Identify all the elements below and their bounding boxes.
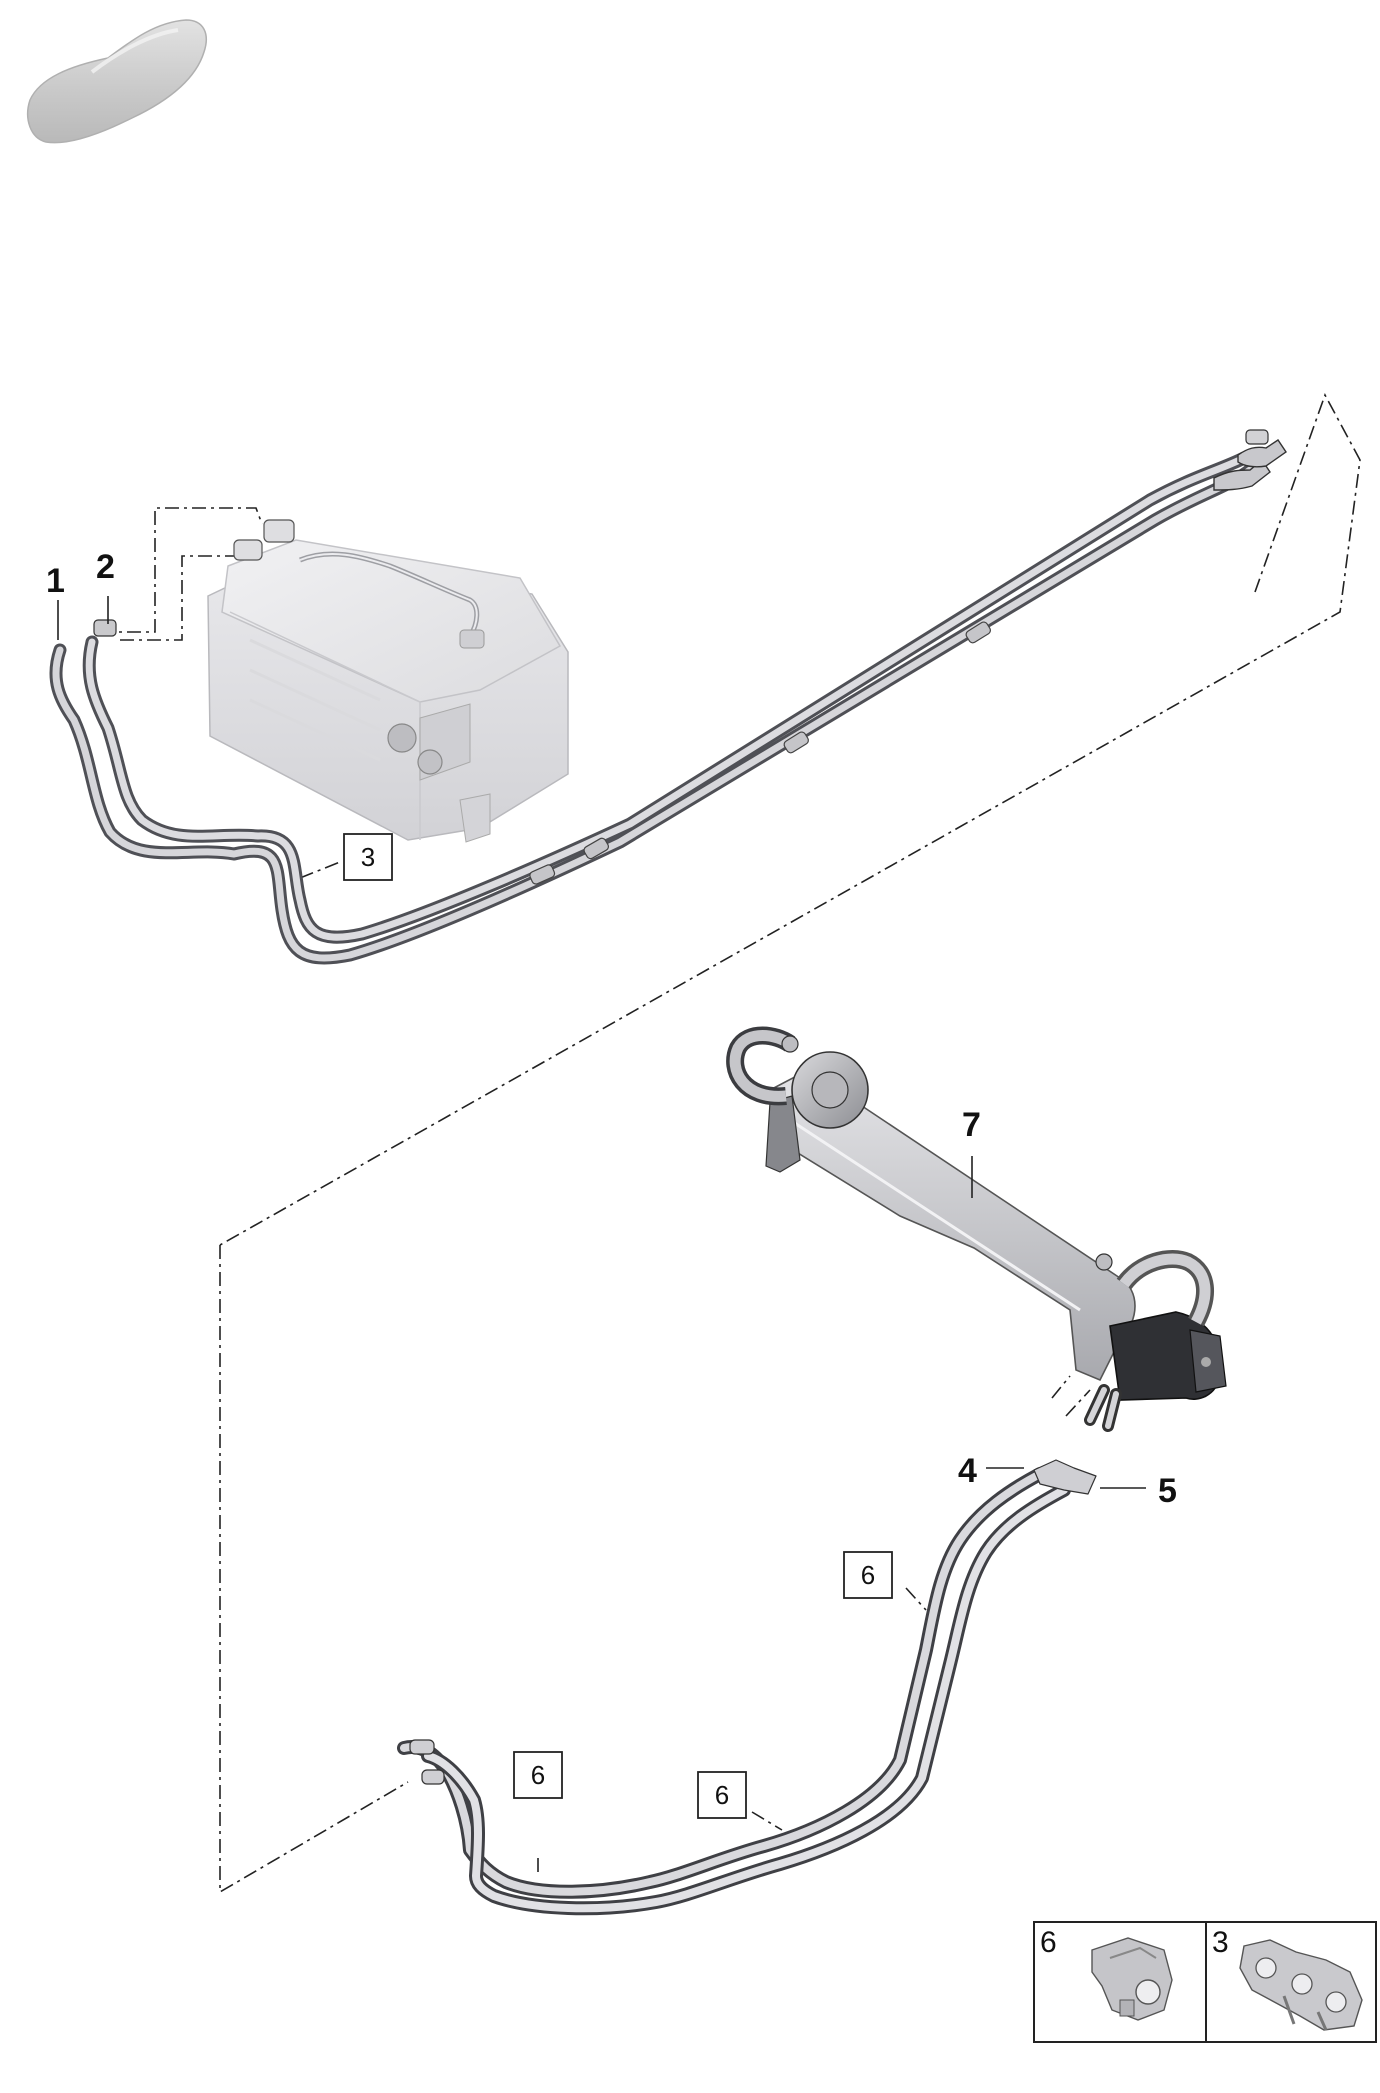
upper-assembly: 1 2 3 [46,393,1361,1246]
svg-text:4: 4 [958,1452,977,1490]
battery-unit [207,539,569,843]
car-silhouette-icon [26,19,207,144]
svg-text:2: 2 [96,548,115,586]
parts-legend: 6 3 [1033,1921,1377,2043]
svg-text:5: 5 [1158,1472,1177,1510]
callout-1: 1 [46,562,65,640]
svg-text:6: 6 [715,1780,729,1810]
svg-text:6: 6 [531,1760,545,1790]
coolant-pump-rail [726,1026,1227,1432]
svg-text:1: 1 [46,562,65,600]
svg-text:6: 6 [861,1560,875,1590]
boxed-ref-3: 3 [343,833,393,881]
leader-lines-upper [100,393,1361,1246]
svg-text:7: 7 [962,1106,981,1144]
svg-text:3: 3 [361,842,375,872]
legend-number-6: 6 [1040,1926,1057,1959]
double-pipe-clip-icon [1239,1939,1363,2031]
pipe-clip-icon [1091,1937,1173,2021]
connector-fittings-upper [93,519,295,637]
callout-4: 4 [958,1452,1024,1490]
callout-2: 2 [96,548,115,624]
pipe-end-fittings-upper-right [1213,429,1287,491]
legend-number-3: 3 [1212,1926,1229,1959]
callout-5: 5 [1100,1472,1177,1510]
boxed-ref-6-upper: 6 [843,1551,893,1599]
boxed-ref-6-right: 6 [697,1771,747,1819]
coolant-pipes-upper [49,451,1257,965]
lower-assembly: 7 4 5 6 6 6 [219,1026,1227,1916]
leader-lines-lower [219,1245,1091,1894]
boxed-ref-6-left: 6 [513,1751,563,1799]
callout-7: 7 [962,1106,981,1198]
coolant-pipes-lower [397,1459,1097,1916]
